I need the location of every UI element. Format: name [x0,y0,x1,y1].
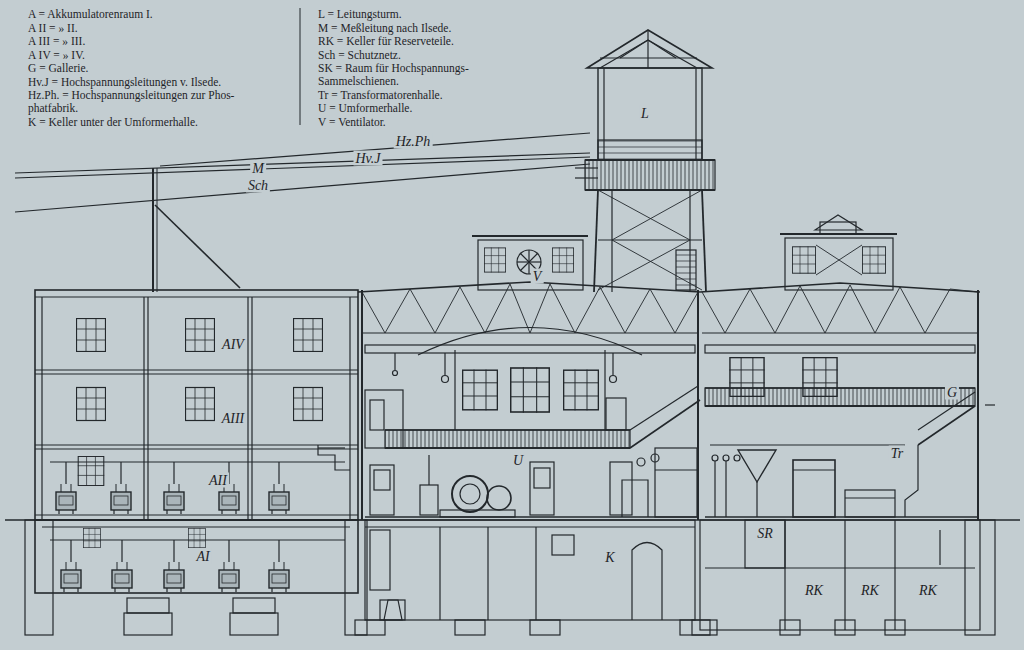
part-letter: AIV [220,337,246,352]
legend-entry: A III = » III. [28,35,268,48]
part-letter: RK [917,583,939,598]
part-letter: V [531,269,544,284]
part-letter: AIII [220,411,247,426]
legend-entry: K = Keller unter der Umformerhalle. [28,116,268,129]
legend-entry: Tr = Transformatorenhalle. [318,89,523,102]
legend-entry: A = Akkumulatorenraum I. [28,8,268,21]
part-letter: AII [207,473,229,488]
part-letter: Hv.J [354,151,383,166]
legend-entry: Hz.Ph. = Hochspannungsleitungen zur Phos… [28,89,268,115]
legend-entry: A IV = » IV. [28,49,268,62]
part-letter: Sch [246,178,270,193]
part-letter: M [250,161,266,176]
legend-entry: RK = Keller für Reserveteile. [318,35,523,48]
legend-entry: Sch = Schutznetz. [318,49,523,62]
part-letter: U [511,453,525,468]
legend-entry: L = Leitungsturm. [318,8,523,21]
part-letter: Hz.Ph [394,134,433,149]
legend-entry: A II = » II. [28,22,268,35]
legend-entry: Hv.J = Hochspannungsleitungen v. Ilsede. [28,76,268,89]
part-letter: G [945,385,959,400]
legend-entry: V = Ventilator. [318,116,523,129]
part-letter: AI [194,549,211,564]
part-letter: L [639,106,651,121]
legend-entry: SK = Raum für Hochspannungs- Sammelschie… [318,62,523,88]
part-letter: Tr [889,446,905,461]
part-letter: RK [859,583,881,598]
part-letter: RK [803,583,825,598]
legend-entry: M = Meßleitung nach Ilsede. [318,22,523,35]
part-letter: K [603,550,616,565]
legend-entry: U = Umformerhalle. [318,102,523,115]
legend-entry: G = Gallerie. [28,62,268,75]
part-letter: SR [755,526,775,541]
